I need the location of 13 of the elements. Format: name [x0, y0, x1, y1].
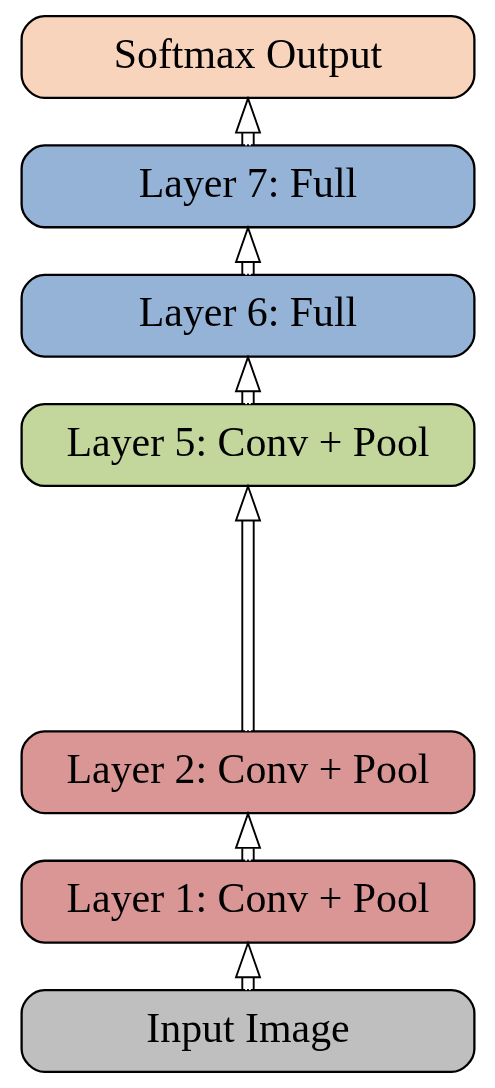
arrow	[234, 354, 261, 406]
node-box: Layer 1: Conv + Pool	[19, 859, 476, 944]
node-box: Layer 2: Conv + Pool	[19, 730, 476, 815]
node-box: Layer 7: Full	[19, 144, 476, 229]
node-box: Layer 6: Full	[19, 273, 476, 358]
arrow	[234, 95, 261, 147]
arrow	[234, 483, 261, 733]
node-box: Layer 5: Conv + Pool	[19, 403, 476, 488]
node-box: Input Image	[19, 989, 476, 1074]
arrow	[234, 940, 261, 992]
arrow	[234, 224, 261, 276]
arrow	[234, 810, 261, 862]
node-box: Softmax Output	[19, 14, 476, 99]
